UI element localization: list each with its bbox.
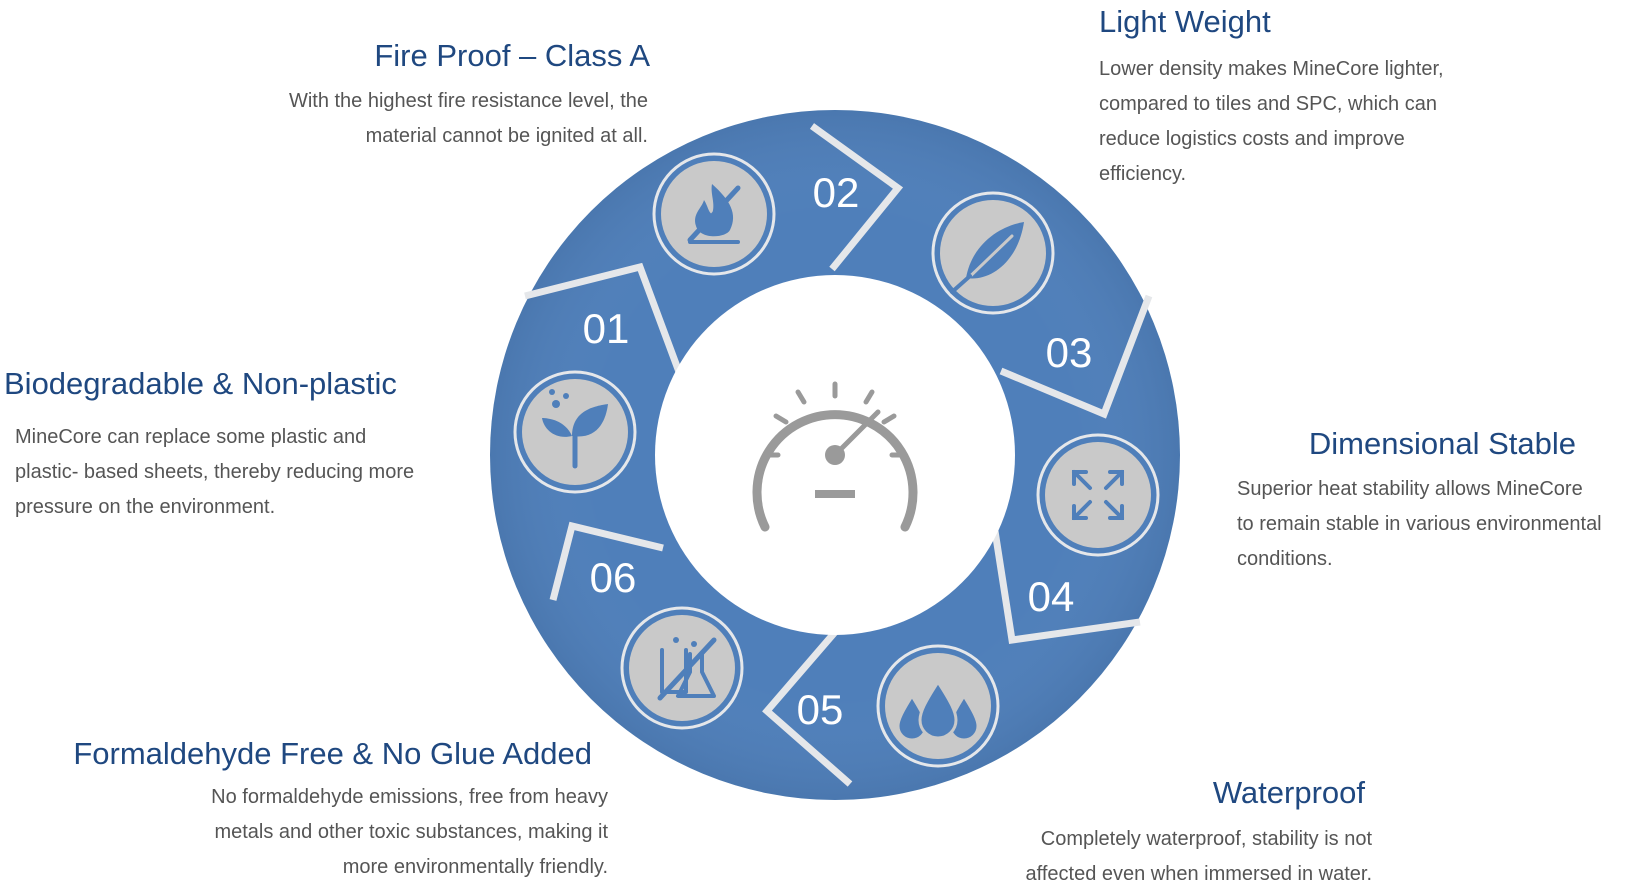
segment-number-01: 01 [583,305,630,352]
formaldehyde-description: No formaldehyde emissions, free from hea… [211,780,608,885]
formaldehyde-line-1: No formaldehyde emissions, free from hea… [211,786,608,808]
icon-circle-03 [931,191,1055,315]
light-weight-line-4: efficiency. [1099,163,1187,185]
segment-number-06: 06 [590,554,637,601]
light-weight-title: Light Weight [1099,4,1271,39]
fire-proof-title: Fire Proof – Class A [374,38,650,73]
light-weight-description: Lower density makes MineCore lighter, co… [1099,52,1444,192]
icon-circle-04 [1036,433,1160,557]
separator-06-01 [524,262,686,382]
no-fire-icon [687,184,741,244]
separator-03-04 [991,530,1141,644]
segment-number-05: 05 [797,686,844,733]
dimensional-stable-line-1: Superior heat stability allows MineCore [1237,478,1583,500]
water-drops-icon [896,679,980,742]
light-weight-line-1: Lower density makes MineCore lighter, [1099,58,1444,80]
waterproof-line-1: Completely waterproof, stability is not [1040,828,1372,850]
icon-circle-06 [620,606,744,730]
dimensional-stable-description: Superior heat stability allows MineCore … [1237,472,1602,577]
formaldehyde-line-2: metals and other toxic substances, makin… [214,821,608,843]
segment-number-04: 04 [1028,573,1075,620]
expand-arrows-icon [1072,470,1124,520]
light-weight-line-2: compared to tiles and SPC, which can [1099,93,1437,115]
biodegradable-description: MineCore can replace some plastic and pl… [15,420,414,525]
leaf-icon [542,389,608,469]
waterproof-description: Completely waterproof, stability is not … [1026,822,1372,892]
biodegradable-title: Biodegradable & Non-plastic [4,366,397,401]
separator-02-03 [999,294,1153,419]
separator-01-02 [809,123,904,272]
light-weight-line-3: reduce logistics costs and improve [1099,128,1405,150]
formaldehyde-line-3: more environmentally friendly. [342,856,608,878]
no-chemicals-icon [657,637,717,701]
biodegradable-line-1: MineCore can replace some plastic and [15,426,367,448]
segment-number-03: 03 [1046,329,1093,376]
biodegradable-line-2: plastic- based sheets, thereby reducing … [15,461,415,483]
fire-proof-line-1: With the highest fire resistance level, … [288,90,648,112]
waterproof-title: Waterproof [1212,775,1365,810]
icon-circle-01 [513,370,637,494]
dimensional-stable-line-2: to remain stable in various environmenta… [1237,513,1602,535]
separator-04-05 [762,628,853,787]
separator-05-06 [549,521,664,601]
formaldehyde-title: Formaldehyde Free & No Glue Added [73,736,592,771]
dimensional-stable-line-3: conditions. [1237,548,1333,570]
segment-separators [524,123,1153,787]
biodegradable-line-3: pressure on the environment. [15,496,276,518]
fire-proof-line-2: material cannot be ignited at all. [365,125,648,147]
dimensional-stable-title: Dimensional Stable [1308,426,1576,461]
icon-circle-05 [876,644,1000,768]
segment-number-02: 02 [813,169,860,216]
icon-circle-02 [652,152,776,276]
waterproof-line-2: affected even when immersed in water. [1025,863,1372,885]
speedometer-icon [752,381,918,532]
feather-icon [950,222,1024,294]
fire-proof-description: With the highest fire resistance level, … [289,84,648,154]
